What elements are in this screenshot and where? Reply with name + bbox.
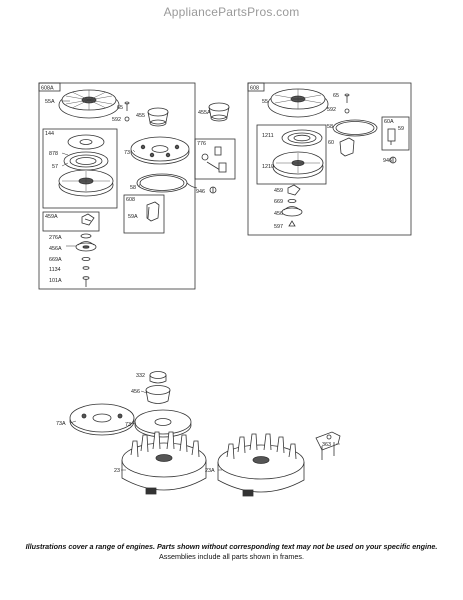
watermark: AppliancePartsPros.com [163,5,300,19]
part-label: 592 [112,117,121,123]
part-label: 456A [49,246,62,252]
starter-cup-455 [147,107,169,127]
part-label: 65 [333,93,339,99]
starter-cup-456-lower [145,385,171,404]
flywheel-nut-332 [149,371,167,384]
flywheel-23 [121,431,207,495]
frame-label-608: 608 [250,86,259,92]
part-label: 23 [114,468,120,474]
part-label: 669A [49,257,62,263]
part-label: 669 [274,199,283,205]
part-label: 23A [205,468,215,474]
part-label: 332 [136,373,145,379]
part-label: 456 [274,211,283,217]
recoil-housing-55 [267,88,329,118]
starter-rope-58-right [332,119,378,137]
sub-frame-608 [123,194,165,234]
starter-cup-455A [208,102,230,122]
starter-pulley [58,169,114,197]
frame-tag-608 [247,82,265,92]
retainer-456 [281,206,303,217]
part-label: 1134 [49,267,61,273]
starter-rope-58-left [136,173,198,193]
part-label: 55A [45,99,55,105]
part-label: 456 [131,389,140,395]
bracket-363 [315,431,341,460]
rotating-screen-73 [130,136,190,165]
frame-label-60A: 60A [384,119,394,125]
part-label: 101A [49,278,62,284]
sub-frame-coil [256,124,327,185]
part-label: 1211 [262,133,274,139]
part-label: 58 [327,124,333,130]
screw-101A [82,276,90,287]
part-label: 455 [136,113,145,119]
screw-65-left [124,101,130,111]
retainer-456A [75,241,97,252]
part-597 [288,220,296,227]
spring-1211 [281,129,323,147]
flywheel-23A [217,433,305,497]
part-label: 1210 [262,164,274,170]
recoil-housing-55A [58,89,120,119]
part-label: 592 [327,107,336,113]
frame-label-776: 776 [197,141,206,147]
footer-assemblies-note: Assemblies include all parts shown in fr… [158,552,304,561]
washer-1134 [82,266,90,270]
part-label: 878 [49,151,58,157]
screw-65-right [344,93,350,103]
rotating-screen-73-lower [134,409,192,438]
pulley-1210 [272,151,324,179]
right-assembly-frame [247,82,412,236]
frame-tag-608A [38,82,61,92]
left-assembly-frame [38,82,196,290]
frame-label-459A: 459A [45,214,58,220]
part-946-left [209,186,217,194]
part-label: 946 [383,158,392,164]
part-label: 73 [125,422,131,428]
ring-276A [80,233,92,239]
rotating-screen-73A [69,403,135,436]
frame-label-608A: 608A [41,86,54,92]
nut-592-right [344,108,350,114]
part-label: 597 [274,224,283,230]
handle-59A [146,201,160,222]
spring-57 [63,151,109,171]
part-label: 59A [128,214,138,220]
sub-frame-60A [381,116,410,151]
washer-669 [287,198,297,203]
pawl-459 [287,184,301,196]
washer-669A [81,256,91,261]
spring-disc-878 [67,134,105,150]
frame-label-144: 144 [45,131,54,137]
part-946-right [389,156,397,164]
pawl-459A [81,213,95,226]
handle-60 [339,137,355,157]
part-label: 459 [274,188,283,194]
part-59 [387,128,396,145]
part-label: 946 [196,189,205,195]
sub-frame-459A [42,211,100,232]
parts-776 [201,146,227,173]
part-label: 276A [49,235,62,241]
part-label: 59 [398,126,404,132]
frame-label-608-sub: 608 [126,197,135,203]
part-label: 58 [130,185,136,191]
sub-frame-144 [42,128,118,209]
part-label: 55 [262,99,268,105]
part-label: 60 [328,140,334,146]
sub-frame-776 [194,138,236,180]
part-label: 455A [198,110,211,116]
part-label: 73A [56,421,66,427]
part-label: 57 [52,164,58,170]
part-label: 363 [322,442,331,448]
nut-592-left [124,116,130,122]
part-label: 73 [124,150,130,156]
footer-disclaimer: Illustrations cover a range of engines. … [25,542,438,551]
part-label: 65 [117,105,123,111]
